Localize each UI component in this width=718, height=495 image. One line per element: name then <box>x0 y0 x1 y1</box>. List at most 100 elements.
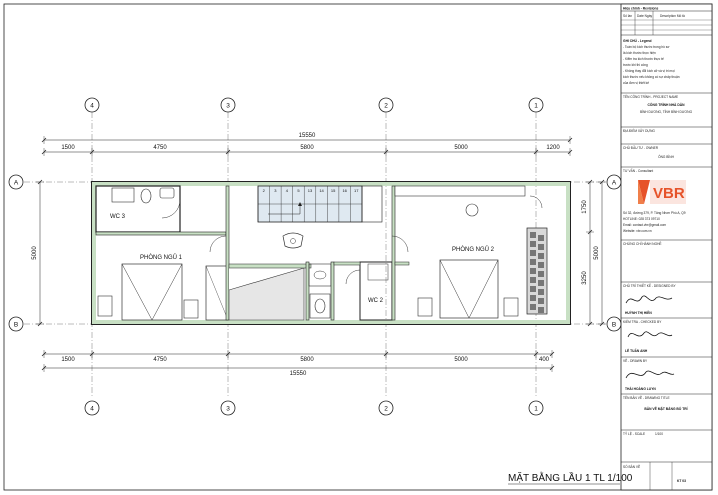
grid-bubble <box>8 316 24 332</box>
rev-col-desc: Description Mô tả <box>660 14 685 18</box>
dimension-label: 5000 <box>32 246 38 260</box>
wc2-room <box>359 261 393 321</box>
grid-bubble <box>84 400 100 416</box>
stair-landing <box>361 185 383 223</box>
wall-band-left <box>92 182 96 324</box>
dimension-label: 15550 <box>299 133 316 139</box>
bedroom1-label: PHÒNG NGỦ 1 <box>140 254 183 261</box>
scale-value: 1/100 <box>655 432 663 436</box>
rev-col-date: Date Ngày <box>637 14 652 18</box>
wc2-sink-area <box>308 263 332 287</box>
dimension-label: 5000 <box>454 145 468 151</box>
armchair-icon <box>282 232 304 249</box>
grid-bubble <box>378 400 394 416</box>
owner-label: CHỦ ĐẦU TƯ - OWNER <box>623 145 659 150</box>
grid-bubble <box>606 316 622 332</box>
nightstand-4 <box>503 297 519 317</box>
dimension-label: 5000 <box>454 357 468 363</box>
grid-label: 3 <box>226 102 230 109</box>
legend-line: - Toàn bộ kích thước trong hồ sơ <box>623 45 669 49</box>
desk <box>394 185 526 197</box>
dimension-label: 4750 <box>153 357 167 363</box>
dimension-label: 5000 <box>594 246 600 260</box>
dimension-label: 400 <box>539 357 550 363</box>
legend-line: là kích thước thực hiện <box>623 51 656 55</box>
drawn-label: VẼ - DRAWN BY <box>623 358 648 363</box>
wardrobe-hatch <box>530 232 544 313</box>
designer-signature <box>625 295 673 304</box>
grid-bubble <box>528 97 544 113</box>
company-info: Số 32, đường 379, P. Tăng Nhơn Phú A, Q9… <box>623 211 686 233</box>
door-bedroom2 <box>391 235 409 253</box>
grid-label: 3 <box>226 405 230 412</box>
grid-label: A <box>14 179 19 186</box>
drawn-signature <box>625 370 675 379</box>
consultant-label: TƯ VẤN - Consultant <box>623 169 653 173</box>
wc2-label: WC 2 <box>368 298 384 304</box>
grid-label: 4 <box>90 102 94 109</box>
dimension-label: 5800 <box>300 357 314 363</box>
legend-header: GHI CHÚ - Legend <box>623 38 652 43</box>
stair-step-number: 2 <box>263 188 266 193</box>
stair-step-number: 16 <box>342 188 347 193</box>
wc3-label: WC 3 <box>110 214 126 220</box>
stair-step-number: 17 <box>354 188 359 193</box>
grid-bubble <box>378 97 394 113</box>
wall-band-bottom <box>92 320 570 324</box>
stair-step-number: 4 <box>286 188 289 193</box>
grid-bubble <box>220 400 236 416</box>
project-label: TÊN CÔNG TRÌNH - PROJECT NAME <box>623 94 678 99</box>
project-location: BÌNH DƯƠNG, TỈNH BÌNH DƯƠNG <box>640 109 693 114</box>
wc2-shower <box>367 263 389 281</box>
bed1 <box>121 263 183 321</box>
dimension-label: 1200 <box>546 145 560 151</box>
door-bedroom1 <box>209 235 227 253</box>
company-line: Website: vbr.com.vn <box>623 229 652 233</box>
dimension-label: 1750 <box>582 200 588 214</box>
checker-label: KIỂM TRA - CHECKED BY <box>623 319 662 324</box>
stair-step-number: 15 <box>331 188 336 193</box>
company-line: HOTLINE: 028 373 09710 <box>623 217 660 221</box>
grid-label: 4 <box>90 405 94 412</box>
bed2 <box>439 259 499 319</box>
sheet-no-label: SỐ BẢN VẼ <box>623 464 640 469</box>
partition-2 <box>391 185 396 321</box>
dimension-label: 1500 <box>61 145 75 151</box>
wc3-wall <box>95 231 227 236</box>
legend-line: - Kiểm tra kích thước thực tế <box>623 57 664 61</box>
stair-step-number: 13 <box>308 188 313 193</box>
legend-line: trước khi thi công <box>623 63 648 67</box>
dimension-label: 5800 <box>300 145 314 151</box>
legend-lines: - Toàn bộ kích thước trong hồ sơ là kích … <box>623 45 680 85</box>
rev-col-no: Số lần <box>623 14 632 18</box>
nightstand-3 <box>417 297 433 317</box>
bedroom2-label: PHÒNG NGỦ 2 <box>452 246 495 253</box>
wc2-toilet <box>314 298 326 314</box>
vbr-logo: VBR <box>638 180 686 204</box>
nightstand-1 <box>97 295 113 317</box>
wall-band-right <box>566 182 570 324</box>
logo-text: VBR <box>653 185 685 202</box>
sheet-no-value: KT 03 <box>677 479 686 483</box>
grid-bubble <box>8 174 24 190</box>
project-name: CÔNG TRÌNH NHÀ DÂN <box>648 102 686 107</box>
title-block: Hiệu chỉnh - Revisions Số lần Date Ngày … <box>620 3 713 491</box>
grid-label: 2 <box>384 405 388 412</box>
drawing-title-label: TÊN BẢN VẼ - DRAWING TITLE <box>623 395 670 400</box>
grid-bubble <box>84 97 100 113</box>
drawing-title: BẢN VẼ MẶT BẰNG BỐ TRÍ <box>644 406 687 411</box>
wc3-shower <box>111 187 135 203</box>
grid-bubble <box>606 174 622 190</box>
dimension-label: 1500 <box>61 357 75 363</box>
partition-1 <box>225 185 230 321</box>
revisions-header: Hiệu chỉnh - Revisions <box>623 7 659 11</box>
grid-label: 1 <box>534 405 538 412</box>
legend-line: - Không thay đổi kích cỡ và vị trí mọi <box>623 69 675 73</box>
grid-label: A <box>612 179 617 186</box>
company-line: Số 32, đường 379, P. Tăng Nhơn Phú A, Q9 <box>623 211 686 215</box>
grid-bubble <box>528 400 544 416</box>
stair-step-number: 14 <box>319 188 324 193</box>
